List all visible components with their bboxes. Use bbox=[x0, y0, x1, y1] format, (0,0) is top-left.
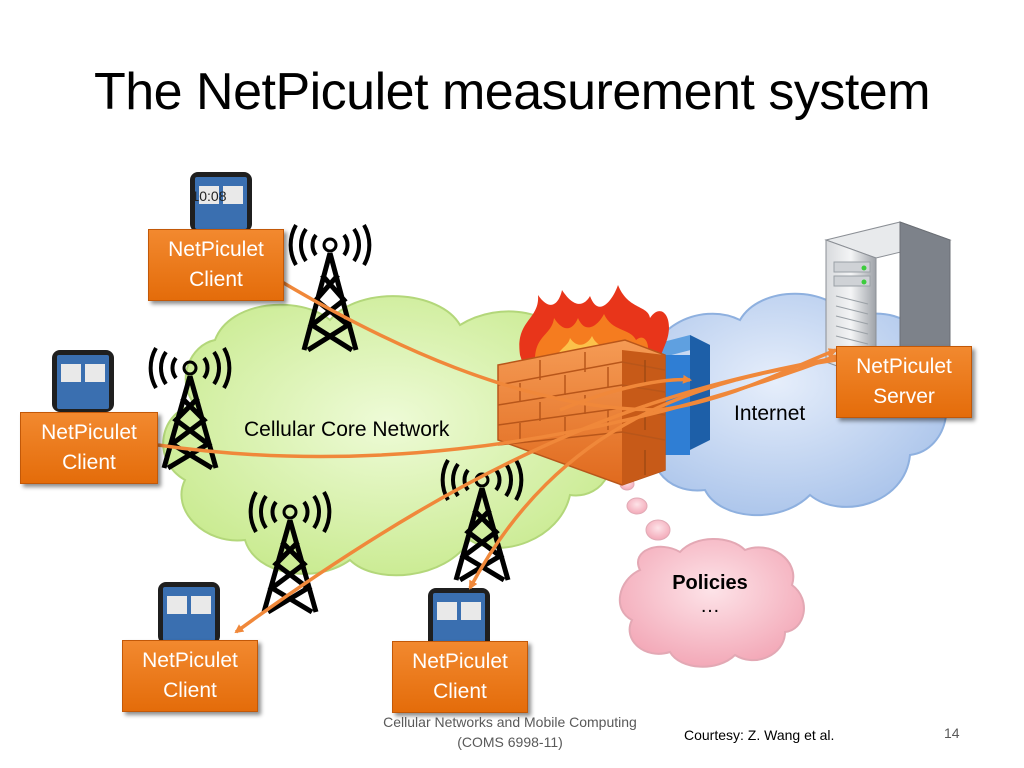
slide-title: The NetPiculet measurement system bbox=[93, 63, 931, 121]
server-label: NetPiculet Server bbox=[856, 355, 952, 408]
netpiculet-client-box: NetPiculet Client bbox=[392, 641, 528, 713]
arrow-server-client4 bbox=[468, 358, 837, 590]
courtesy-note: Courtesy: Z. Wang et al. bbox=[684, 727, 835, 743]
policy-thought-bubbles bbox=[619, 477, 671, 541]
arrow-client2-server bbox=[157, 354, 838, 459]
internet-label: Internet bbox=[734, 402, 806, 425]
client-label: NetPiculet Client bbox=[412, 650, 508, 703]
client-label: NetPiculet Client bbox=[41, 421, 137, 474]
slide-footer: Cellular Networks and Mobile Computing (… bbox=[340, 712, 680, 752]
smartphone-icon bbox=[428, 588, 490, 650]
footer-course-code: (COMS 6998-11) bbox=[457, 734, 563, 750]
netpiculet-client-box: NetPiculet Client bbox=[20, 412, 158, 484]
page-number: 14 bbox=[944, 725, 960, 741]
core-network-label: Cellular Core Network bbox=[244, 418, 450, 441]
smartphone-icon bbox=[52, 350, 114, 412]
cell-tower-icon bbox=[440, 459, 524, 583]
footer-course-name: Cellular Networks and Mobile Computing bbox=[383, 714, 637, 730]
client-label: NetPiculet Client bbox=[142, 649, 238, 702]
policies-text: Policies … bbox=[640, 572, 780, 618]
policies-body: … bbox=[700, 595, 720, 617]
cell-tower-icon bbox=[248, 491, 332, 615]
server-icon bbox=[824, 221, 952, 381]
measurement-arrows bbox=[157, 280, 838, 634]
policies-cloud bbox=[618, 538, 805, 668]
netpiculet-client-box: NetPiculet Client bbox=[122, 640, 258, 712]
smartphone-icon: 10:08 bbox=[190, 172, 252, 232]
netpiculet-server-box: NetPiculet Server bbox=[836, 346, 972, 418]
arrow-client1-server bbox=[281, 280, 838, 412]
cell-tower-icon bbox=[148, 347, 232, 471]
policies-title: Policies bbox=[672, 572, 748, 594]
smartphone-icon bbox=[158, 582, 220, 644]
netpiculet-client-box: NetPiculet Client bbox=[148, 229, 284, 301]
phone-hours: 10:08 bbox=[191, 188, 226, 204]
client-label: NetPiculet Client bbox=[168, 238, 264, 291]
arrow-firewall-passthrough bbox=[559, 374, 692, 412]
